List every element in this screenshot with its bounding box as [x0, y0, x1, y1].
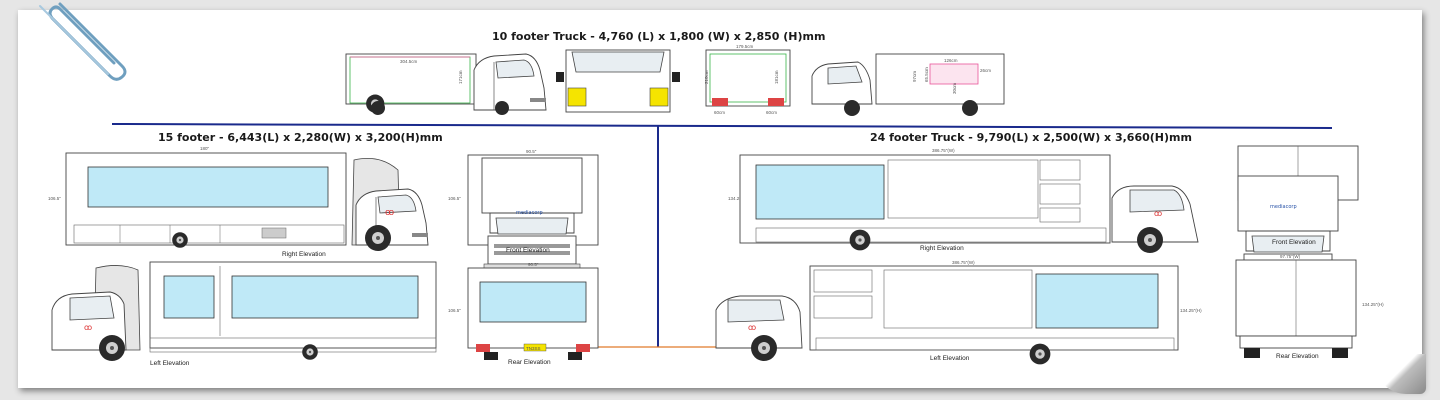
divider-horizontal [111, 123, 1333, 129]
dim-24-left-side: 134.25"(H) [1180, 308, 1202, 313]
caption-15-right-elevation: Right Elevation [282, 251, 326, 258]
dim-side-height: 171cm [458, 70, 463, 84]
dim-15-right-top: 180" [200, 146, 210, 151]
dim-24-left-top: 386.75"(W) [952, 260, 975, 265]
dim-24-right-side: 134.25"(H) [728, 196, 750, 201]
logo-mark-24-left-icon: ꝏ [748, 323, 756, 332]
dim-15-rear-top: 90.5" [528, 262, 539, 267]
ten-footer-rear-view: 179.5cm 210cm 181cm 60cm 60cm [704, 44, 791, 115]
twentyfour-footer-right-elevation: 386.75"(W) 134.25"(H) ꝏ Right Elevation [728, 148, 1199, 253]
rear-plate-15: TN3SS [526, 346, 541, 351]
fifteen-footer-right-elevation: 180" 106.5" ꝏ Right Elevation [48, 146, 429, 258]
dim-side-length: 304.5cm [400, 59, 418, 64]
caption-24-left-elevation: Left Elevation [930, 355, 970, 362]
title-24-footer: 24 footer Truck - 9,790(L) x 2,500(W) x … [870, 131, 1192, 144]
caption-24-rear-elevation: Rear Elevation [1276, 353, 1319, 360]
dim-rear-bottom-right: 60cm [766, 110, 777, 115]
twentyfour-footer-rear-elevation: 97.75"(W) 134.25"(H) Rear Elevation [1235, 254, 1384, 360]
ten-footer-side-view: 304.5cm 171cm [345, 53, 547, 115]
dim-15-right-side: 106.5" [48, 196, 61, 201]
dim-15-front-side: 106.5" [448, 196, 461, 201]
logo-mark-24-right-icon: ꝏ [1154, 209, 1162, 218]
dim-24-rear-side: 134.25"(H) [1362, 302, 1384, 307]
twentyfour-footer-left-elevation: 386.75"(W) 134.25"(H) ꝏ Left Elevation [715, 260, 1202, 365]
dim-side2-height: 97cm [912, 71, 917, 82]
dim-rear-bottom-left: 60cm [714, 110, 725, 115]
caption-24-front-elevation: Front Elevation [1272, 239, 1316, 246]
ten-footer-front-view [556, 49, 680, 113]
caption-15-left-elevation: Left Elevation [150, 360, 190, 367]
dim-side2-small: 26cm [980, 68, 991, 73]
fifteen-footer-left-elevation: ꝏ Left Elevation [51, 261, 437, 367]
dim-24-right-top: 386.75"(W) [932, 148, 955, 153]
caption-15-rear-elevation: Rear Elevation [508, 359, 551, 366]
fifteen-footer-front-elevation: 90.5" 106.5" mediacorp Front Elevation [448, 149, 599, 287]
dim-side2-left: 65.5cm [924, 67, 929, 82]
dim-15-front-top: 90.5" [526, 149, 537, 154]
dim-rear-height-left: 210cm [704, 70, 709, 84]
caption-15-front-elevation: Front Elevation [506, 247, 550, 254]
mediacorp-logo: mediacorp [516, 210, 543, 216]
dim-rear-height-right: 181cm [774, 70, 779, 84]
title-15-footer: 15 footer - 6,443(L) x 2,280(W) x 3,200(… [158, 131, 443, 144]
dim-side2-width: 126cm [944, 58, 958, 63]
logo-mark-left-icon: ꝏ [84, 323, 92, 332]
ten-footer-side-view-2: 126cm 26cm 97cm 65.5cm 30cm [811, 53, 1005, 116]
logo-mark-icon: ꝏ [385, 208, 394, 218]
twentyfour-footer-front-elevation: mediacorp Front Elevation [1237, 145, 1359, 305]
paperclip-icon [39, 2, 127, 81]
title-10-footer: 10 footer Truck - 4,760 (L) x 1,800 (W) … [492, 30, 825, 43]
dim-side2-lower: 30cm [952, 83, 957, 94]
fifteen-footer-rear-elevation: 90.5" 106.5" TN3SS Rear Elevation [448, 262, 599, 366]
dim-rear-width: 179.5cm [736, 44, 754, 49]
caption-24-right-elevation: Right Elevation [920, 245, 964, 252]
dim-24-rear-top: 97.75"(W) [1280, 254, 1301, 259]
dim-15-rear-side: 106.5" [448, 308, 461, 313]
mediacorp-logo-24: mediacorp [1270, 204, 1297, 210]
